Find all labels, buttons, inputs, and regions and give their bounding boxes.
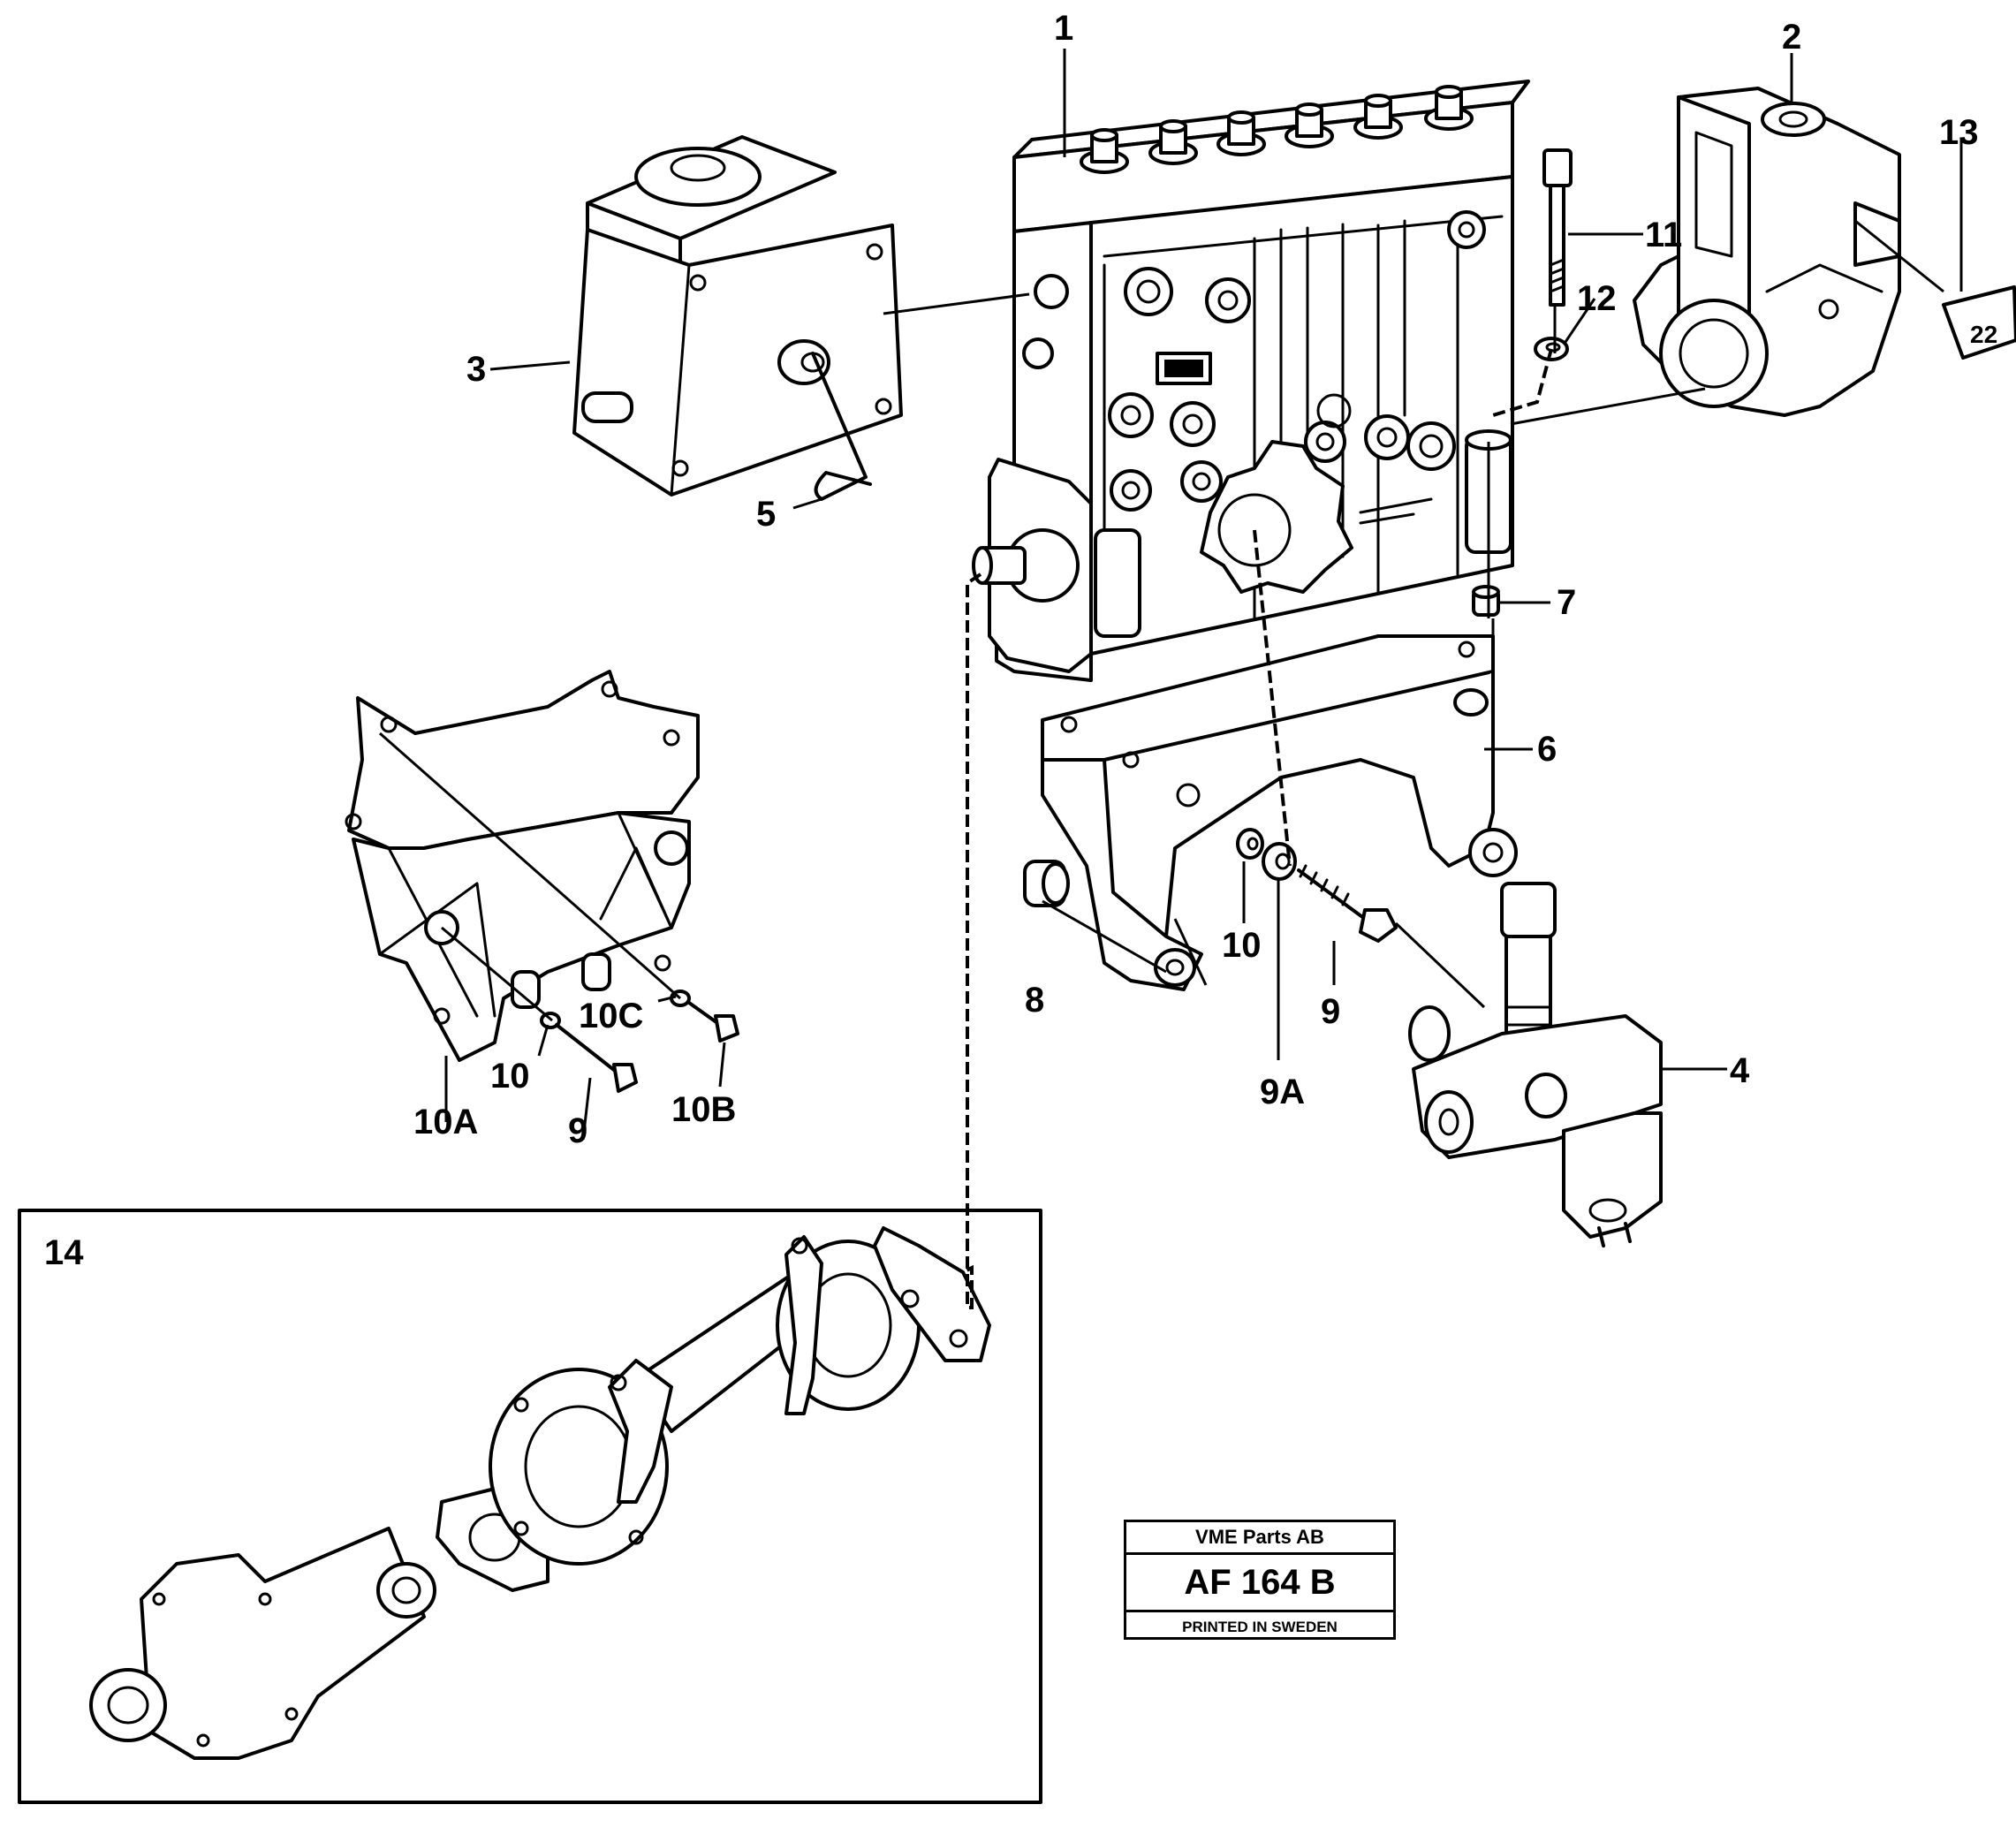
dashed-guides (962, 348, 1553, 1309)
callout-9-upper: 9 (1321, 992, 1341, 1031)
stamp-printed: PRINTED IN SWEDEN (1182, 1619, 1338, 1635)
feed-pump (1408, 882, 1663, 1247)
long-bolt (1542, 148, 1573, 307)
left-bracket (345, 670, 700, 1062)
callout-12: 12 (1577, 279, 1617, 318)
callout-3: 3 (466, 350, 487, 389)
callout-11: 11 (1645, 216, 1683, 254)
delivery-valves (1080, 85, 1474, 174)
callout-1: 1 (1054, 9, 1074, 48)
callout-10-upper: 10 (1222, 926, 1262, 965)
tag-13 (1942, 285, 2016, 360)
callout-14: 14 (44, 1233, 84, 1272)
leader-lines (379, 49, 1963, 1141)
injection-pump (972, 80, 1530, 682)
callout-10C: 10C (579, 997, 644, 1035)
hardware-upper (1236, 828, 1398, 943)
callout-4: 4 (1730, 1051, 1750, 1090)
hardware-left (540, 990, 739, 1093)
stamp-code: AF 164 B (1126, 1555, 1393, 1612)
callout-10A: 10A (413, 1103, 479, 1141)
callout-7: 7 (1557, 583, 1577, 622)
callout-6: 6 (1537, 730, 1557, 769)
governor-housing (1633, 87, 1901, 417)
drive-shaft-assembly (89, 1226, 991, 1760)
mounting-bracket (1041, 634, 1518, 991)
cover (572, 135, 903, 497)
bush-8 (1023, 860, 1070, 907)
callout-10B: 10B (671, 1090, 737, 1129)
callout-2: 2 (1782, 18, 1802, 57)
tag-13-text: 22 (1970, 321, 1997, 348)
stamp-company: VME Parts AB (1126, 1522, 1393, 1555)
bush-7 (1472, 585, 1500, 617)
callout-9A: 9A (1260, 1073, 1306, 1111)
inset-frame (18, 1209, 1042, 1804)
callout-13: 13 (1939, 113, 1979, 152)
callout-8: 8 (1025, 981, 1045, 1020)
pump-ports (1022, 210, 1486, 525)
callout-9-left: 9 (568, 1111, 588, 1150)
callout-5: 5 (756, 495, 777, 534)
callout-10-left: 10 (490, 1057, 530, 1096)
title-stamp: VME Parts AB AF 164 B PRINTED IN SWEDEN (1124, 1520, 1396, 1640)
